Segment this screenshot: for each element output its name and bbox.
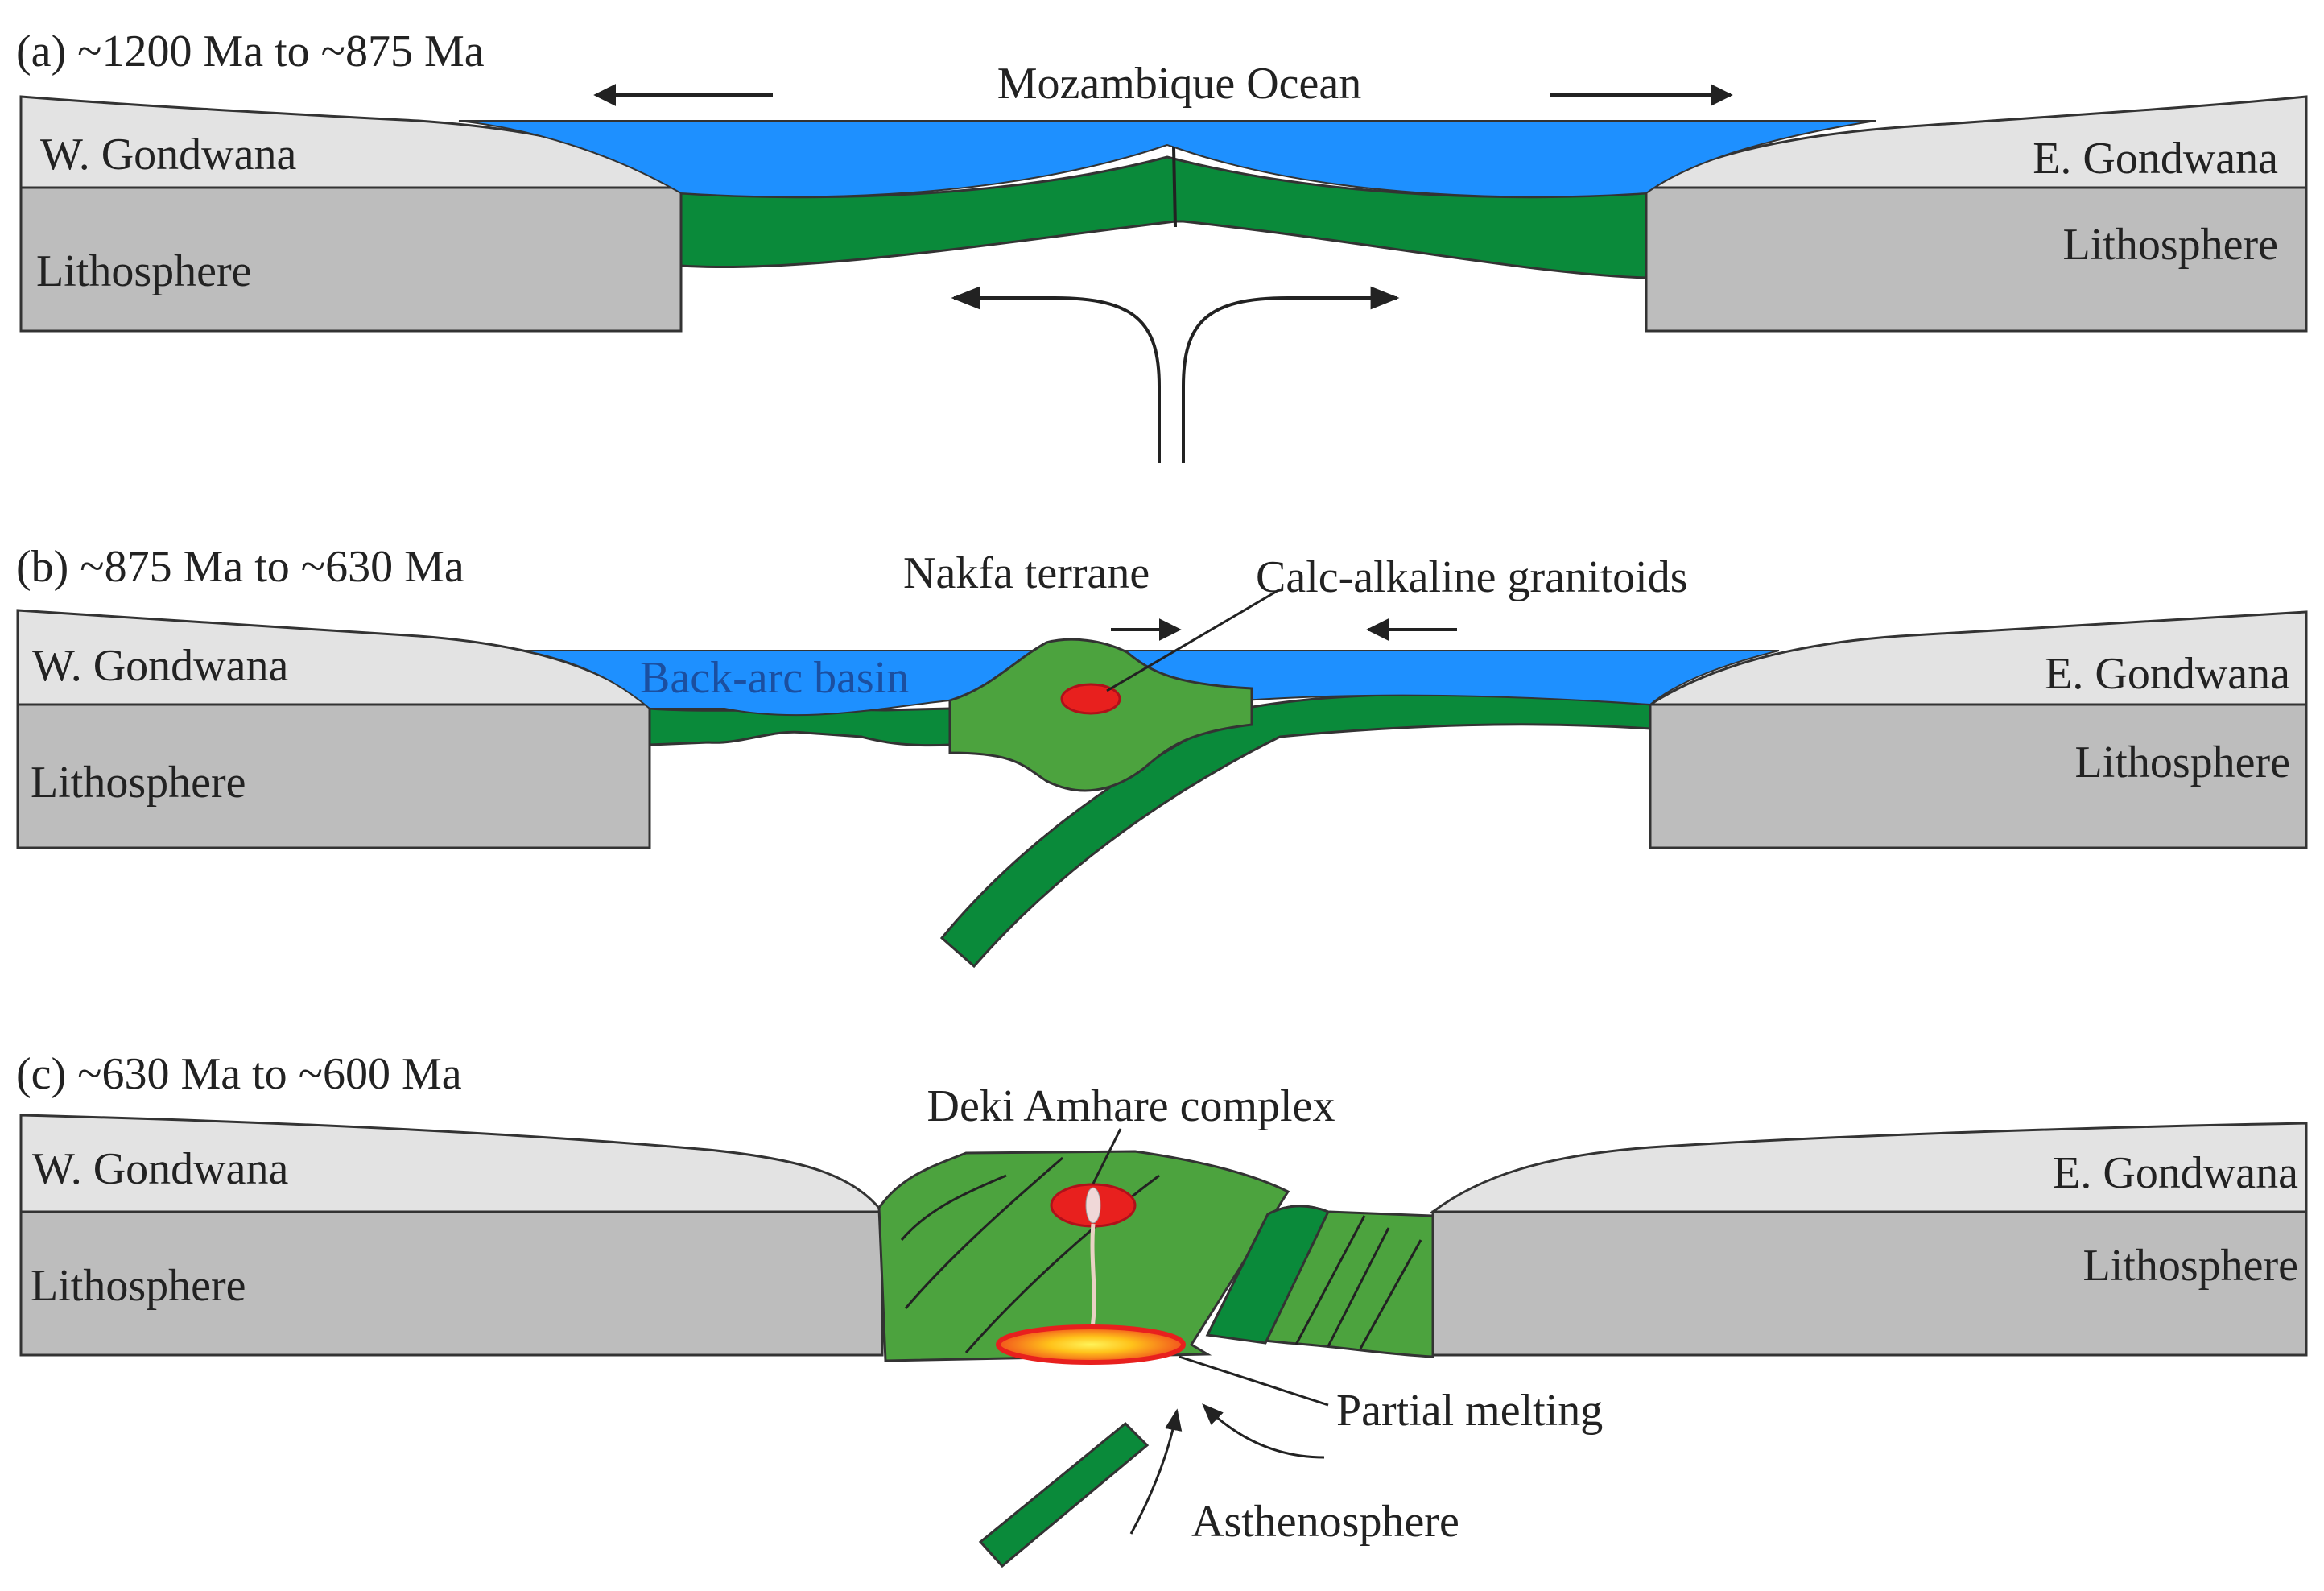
left-lithosphere-label: Lithosphere: [31, 1261, 246, 1311]
panel-a: (a) ~1200 Ma to ~875 Ma Mozambique Ocean…: [16, 27, 2308, 463]
w-gondwana-label: W. Gondwana: [32, 1144, 288, 1194]
deki-amhare-block: [877, 1150, 1290, 1362]
mozambique-ocean-water: [458, 120, 1876, 198]
right-lithosphere-label: Lithosphere: [2083, 1241, 2298, 1291]
e-gondwana-label: E. Gondwana: [2045, 649, 2290, 699]
intrusion-core: [1085, 1187, 1101, 1224]
right-continent-crust: [1429, 1122, 2308, 1213]
ridge-axis: [1172, 147, 1177, 228]
panel-c-title: (c) ~630 Ma to ~600 Ma: [16, 1049, 462, 1099]
calc-alkaline-granitoid-body: [1060, 683, 1121, 715]
right-lithosphere-label: Lithosphere: [2063, 220, 2278, 270]
oceanic-crust: [679, 155, 1648, 279]
panel-c: (c) ~630 Ma to ~600 Ma Deki Amhare compl…: [16, 1049, 2308, 1568]
deki-amhare-label: Deki Amhare complex: [927, 1081, 1335, 1131]
right-lithosphere-block: [1431, 1210, 2308, 1357]
right-continent-crust: [1645, 610, 2308, 706]
asthenosphere-label: Asthenosphere: [1191, 1497, 1459, 1547]
w-gondwana-label: W. Gondwana: [40, 130, 296, 180]
thrust-line-6: [1359, 1239, 1422, 1349]
partial-melting-label: Partial melting: [1336, 1386, 1603, 1436]
right-lithosphere-label: Lithosphere: [2075, 738, 2290, 787]
left-lithosphere-block: [19, 186, 683, 333]
mantle-upwelling-left: [951, 286, 1161, 463]
left-continent-crust: [19, 1114, 885, 1213]
complex-leader-line: [1092, 1128, 1122, 1184]
thrust-line-3: [964, 1174, 1160, 1353]
nakfa-terrane: [948, 638, 1253, 792]
e-gondwana-label: E. Gondwana: [2033, 134, 2278, 184]
detached-slab: [978, 1421, 1150, 1568]
partial-melting-zone: [996, 1324, 1186, 1365]
asthenosphere-flow-arrow-2: [1202, 1403, 1325, 1459]
panel-a-title: (a) ~1200 Ma to ~875 Ma: [16, 27, 485, 76]
magma-conduit: [1089, 1223, 1096, 1333]
right-lithosphere-block: [1645, 186, 2308, 333]
left-lithosphere-block: [19, 1210, 884, 1357]
thrust-line-1: [900, 1174, 1007, 1241]
thrust-line-4: [1294, 1215, 1366, 1345]
thrust-line-5: [1327, 1227, 1390, 1347]
w-gondwana-label: W. Gondwana: [32, 641, 288, 691]
e-gondwana-label: E. Gondwana: [2053, 1148, 2298, 1198]
mantle-upwelling-right: [1182, 286, 1400, 463]
ocean-label: Mozambique Ocean: [997, 59, 1361, 109]
panel-b-title: (b) ~875 Ma to ~630 Ma: [16, 542, 464, 592]
left-lithosphere-block: [16, 703, 651, 849]
left-lithosphere-label: Lithosphere: [31, 758, 246, 808]
left-lithosphere-label: Lithosphere: [36, 246, 251, 296]
thrust-line-2: [904, 1156, 1063, 1309]
back-arc-basin-label: Back-arc basin: [640, 653, 909, 703]
granitoids-label: Calc-alkaline granitoids: [1256, 552, 1687, 602]
granitoids-leader-line: [1106, 588, 1281, 692]
nakfa-terrane-label: Nakfa terrane: [903, 548, 1150, 598]
asthenosphere-flow-arrow-1: [1129, 1408, 1183, 1535]
panel-b: (b) ~875 Ma to ~630 Ma Nakfa terrane Cal…: [16, 542, 2308, 969]
melting-leader-line: [1179, 1355, 1329, 1407]
right-terrane-dark-layer: [1205, 1205, 1331, 1345]
right-lithosphere-block: [1649, 703, 2308, 849]
